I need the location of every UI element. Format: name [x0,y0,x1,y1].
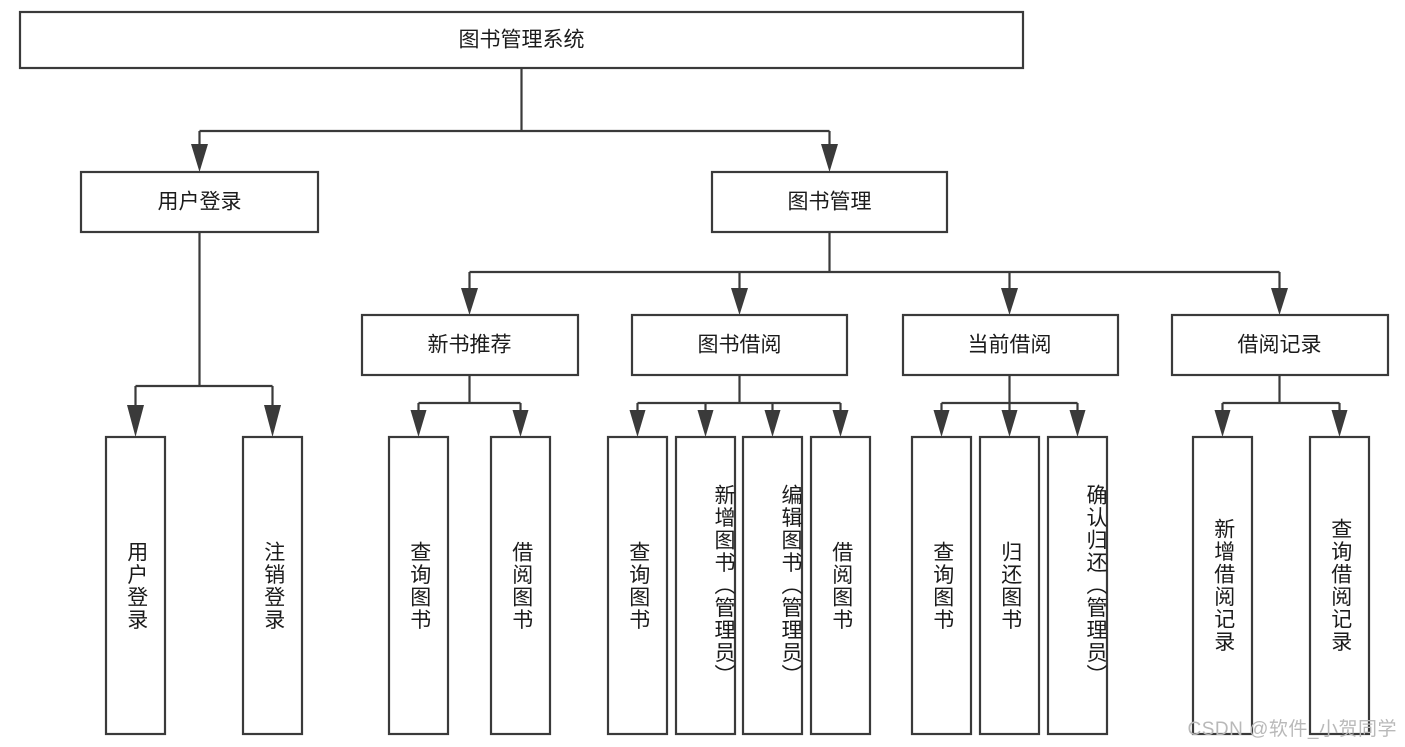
arrow-head-leaf-borrow-book-1 [512,410,529,437]
arrow-head-leaf-query-book-3 [933,410,950,437]
node-box-leaf-confirm-return[interactable] [1046,435,1109,736]
connector-group-book-manage [461,232,1288,315]
arrow-head-leaf-user-login [127,405,144,437]
node-box-leaf-borrow-book-2[interactable] [809,435,872,736]
connector-group-current-borrow [933,375,1086,437]
node-box-leaf-query-record[interactable] [1308,435,1371,736]
node-label-user-login: 用户登录 [158,191,242,214]
node-box-user-login[interactable] [79,170,320,234]
arrow-head-leaf-add-book [697,410,714,437]
node-box-leaf-borrow-book-1[interactable] [489,435,552,736]
node-box-leaf-edit-book[interactable] [741,435,804,736]
node-box-current-borrow[interactable] [901,313,1120,377]
node-label-new-book-rec: 新书推荐 [428,334,512,357]
arrow-head-leaf-query-book-1 [410,410,427,437]
arrow-head-leaf-add-record [1214,410,1231,437]
connector-group-user-login [127,232,281,437]
connector-group-root [191,68,838,172]
arrow-head-borrow-record [1271,288,1288,315]
connector-group-new-book-rec [410,375,529,437]
connector-group-borrow-record [1214,375,1348,437]
node-label-current-borrow: 当前借阅 [968,334,1052,357]
arrow-head-new-book-rec [461,288,478,315]
node-box-leaf-query-book-1[interactable] [387,435,450,736]
node-label-book-manage: 图书管理 [788,191,872,214]
node-box-leaf-user-login[interactable] [104,435,167,736]
csdn-watermark: CSDN @软件_小贺同学 [1187,719,1397,740]
arrow-head-book-manage [821,144,838,172]
node-label-root: 图书管理系统 [459,29,585,52]
node-box-book-manage[interactable] [710,170,949,234]
connector-group-book-borrow [629,375,849,437]
arrow-head-leaf-borrow-book-2 [832,410,849,437]
node-label-borrow-record: 借阅记录 [1238,334,1322,357]
node-box-book-borrow[interactable] [630,313,849,377]
node-box-new-book-rec[interactable] [360,313,580,377]
node-box-leaf-add-book[interactable] [674,435,737,736]
arrow-head-leaf-edit-book [764,410,781,437]
node-box-leaf-add-record[interactable] [1191,435,1254,736]
arrow-head-leaf-query-book-2 [629,410,646,437]
arrow-head-user-login [191,144,208,172]
node-box-leaf-return-book[interactable] [978,435,1041,736]
arrow-head-leaf-query-record [1331,410,1348,437]
node-label-book-borrow: 图书借阅 [698,334,782,357]
node-box-leaf-query-book-2[interactable] [606,435,669,736]
node-box-leaf-query-book-3[interactable] [910,435,973,736]
arrow-head-current-borrow [1001,288,1018,315]
arrow-head-book-borrow [731,288,748,315]
arrow-head-leaf-logout [264,405,281,437]
node-box-root[interactable] [18,10,1025,70]
arrow-head-leaf-return-book [1001,410,1018,437]
node-box-leaf-logout[interactable] [241,435,304,736]
node-box-borrow-record[interactable] [1170,313,1390,377]
arrow-head-leaf-confirm-return [1069,410,1086,437]
